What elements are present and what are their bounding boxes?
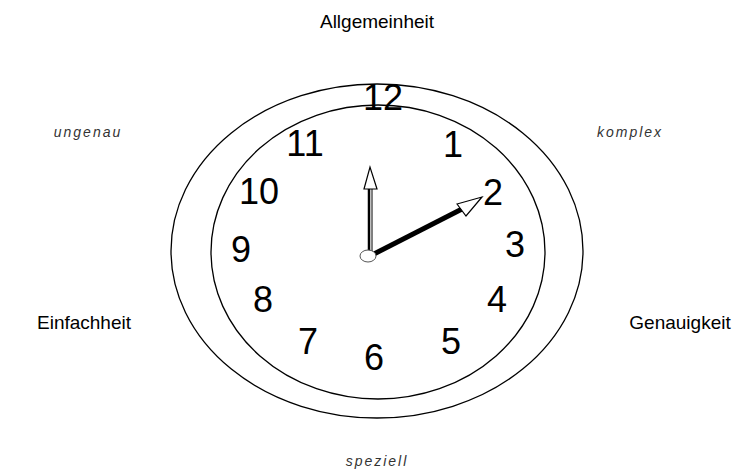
clock-number: 7 <box>298 324 318 360</box>
clock-number: 8 <box>253 282 273 318</box>
clock-number: 4 <box>487 282 507 318</box>
axis-label: Einfachheit <box>37 313 131 334</box>
axis-label: Allgemeinheit <box>320 12 434 33</box>
minute-hand <box>372 197 482 255</box>
clock-number: 11 <box>286 126 323 162</box>
clock-number: 5 <box>441 324 461 360</box>
hand-pivot <box>360 250 376 262</box>
clock-number: 9 <box>231 232 251 268</box>
outer-rim <box>171 84 583 418</box>
clock-number: 6 <box>364 340 384 376</box>
clock-face: 121234567891011 <box>169 82 585 420</box>
axis-label: komplex <box>597 125 663 140</box>
clock-number: 1 <box>443 127 463 163</box>
inner-rim <box>211 105 545 399</box>
axis-label: speziell <box>346 454 409 469</box>
clock-number: 10 <box>239 174 279 210</box>
axis-label: ungenau <box>54 125 123 140</box>
axis-label: Genauigkeit <box>629 313 730 334</box>
clock-number: 3 <box>505 227 525 263</box>
hour-hand <box>364 167 377 252</box>
clock-number: 12 <box>363 80 403 116</box>
clock-number: 2 <box>483 175 503 211</box>
